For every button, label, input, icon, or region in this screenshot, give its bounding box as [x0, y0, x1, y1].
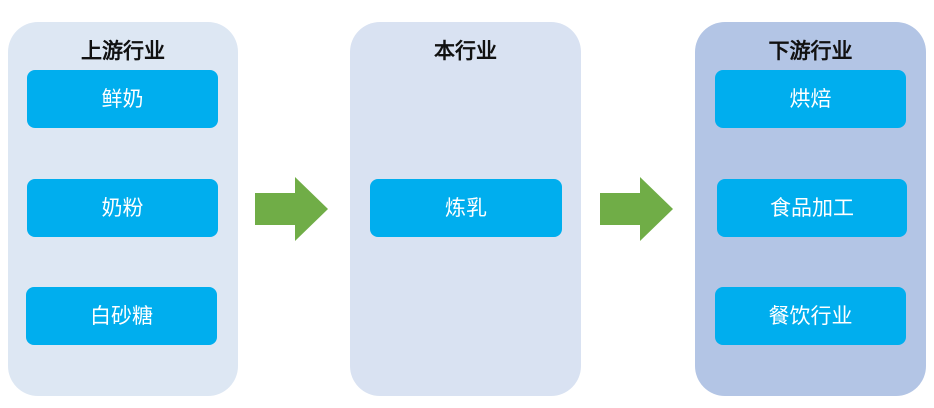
upstream-panel: 上游行业 鲜奶 奶粉 白砂糖 [8, 22, 238, 396]
flow-arrow-right-icon [600, 177, 674, 241]
downstream-title: 下游行业 [768, 39, 853, 63]
current-industry-panel: 本行业 炼乳 [350, 22, 581, 396]
node-fresh-milk: 鲜奶 [27, 70, 218, 128]
downstream-panel: 下游行业 烘焙 食品加工 餐饮行业 [695, 22, 926, 396]
flow-arrow-right-icon [255, 177, 329, 241]
upstream-title: 上游行业 [81, 39, 165, 63]
node-catering-industry: 餐饮行业 [715, 287, 906, 345]
node-white-sugar: 白砂糖 [26, 287, 217, 345]
node-milk-powder: 奶粉 [27, 179, 218, 237]
node-baking: 烘焙 [715, 70, 906, 128]
node-condensed-milk: 炼乳 [370, 179, 562, 237]
current-industry-title: 本行业 [434, 39, 497, 63]
node-food-processing: 食品加工 [717, 179, 907, 237]
